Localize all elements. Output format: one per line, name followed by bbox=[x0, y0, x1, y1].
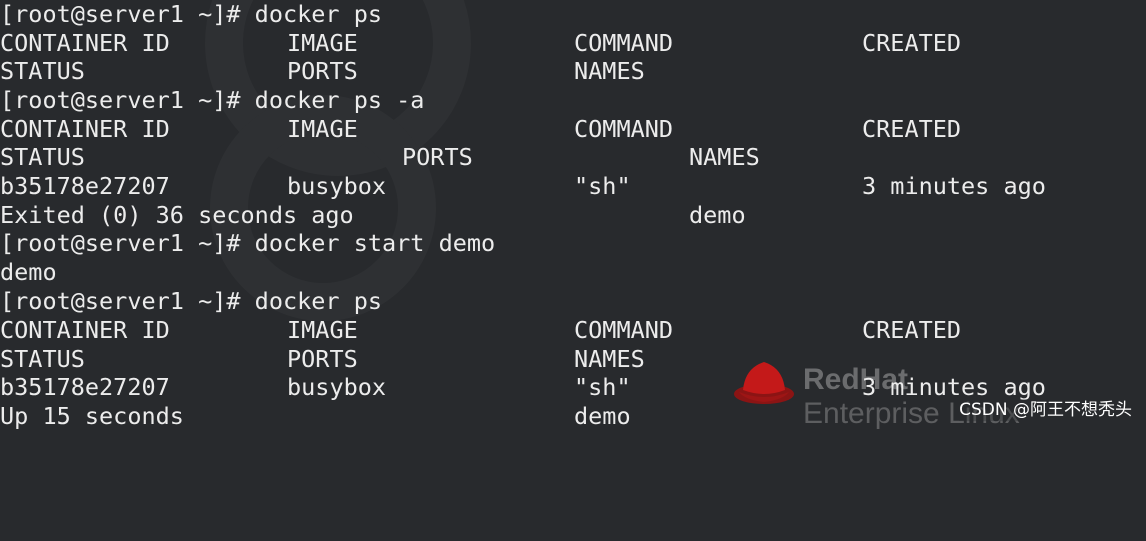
names-value: demo bbox=[689, 201, 746, 229]
column-header-created: CREATED bbox=[862, 316, 962, 344]
prompt-command: [root@server1 ~]# docker ps bbox=[0, 287, 383, 315]
column-header-ports: PORTS bbox=[402, 143, 473, 171]
redhat-brand-text: RedHat bbox=[803, 363, 909, 396]
redhat-logo-icon bbox=[734, 362, 794, 404]
redhat-brand-subtext: Enterprise Linux bbox=[803, 397, 1020, 430]
column-header-command: COMMAND bbox=[574, 316, 674, 344]
prompt-command: [root@server1 ~]# docker ps bbox=[0, 0, 383, 28]
column-header-names: NAMES bbox=[574, 345, 645, 373]
terminal-line-header: STATUS PORTS NAMES bbox=[0, 143, 760, 171]
terminal-line-prompt: [root@server1 ~]# docker ps bbox=[0, 0, 382, 28]
terminal-line-row: Exited (0) 36 seconds ago demo bbox=[0, 201, 746, 229]
image-value: busybox bbox=[287, 172, 387, 200]
column-header-status: STATUS bbox=[0, 143, 85, 171]
column-header-container-id: CONTAINER ID bbox=[0, 29, 170, 57]
terminal-line-header: STATUS PORTS NAMES bbox=[0, 345, 645, 373]
terminal-line-header: STATUS PORTS NAMES bbox=[0, 57, 645, 85]
column-header-container-id: CONTAINER ID bbox=[0, 115, 170, 143]
column-header-names: NAMES bbox=[574, 57, 645, 85]
command-value: "sh" bbox=[574, 172, 631, 200]
column-header-image: IMAGE bbox=[287, 316, 358, 344]
terminal-line-prompt: [root@server1 ~]# docker start demo bbox=[0, 229, 495, 257]
column-header-image: IMAGE bbox=[287, 29, 358, 57]
terminal-line-header: CONTAINER ID IMAGE COMMAND CREATED bbox=[0, 29, 961, 57]
prompt-command: [root@server1 ~]# docker start demo bbox=[0, 229, 496, 257]
status-value: Exited (0) 36 seconds ago bbox=[0, 201, 354, 229]
container-id-value: b35178e27207 bbox=[0, 373, 170, 401]
terminal-line-header: CONTAINER ID IMAGE COMMAND CREATED bbox=[0, 115, 961, 143]
column-header-status: STATUS bbox=[0, 57, 85, 85]
created-value: 3 minutes ago bbox=[862, 373, 1046, 401]
column-header-command: COMMAND bbox=[574, 115, 674, 143]
column-header-ports: PORTS bbox=[287, 57, 358, 85]
names-value: demo bbox=[574, 402, 631, 430]
column-header-status: STATUS bbox=[0, 345, 85, 373]
column-header-command: COMMAND bbox=[574, 29, 674, 57]
container-id-value: b35178e27207 bbox=[0, 172, 170, 200]
column-header-ports: PORTS bbox=[287, 345, 358, 373]
terminal-line-prompt: [root@server1 ~]# docker ps bbox=[0, 287, 382, 315]
status-value: Up 15 seconds bbox=[0, 402, 184, 430]
column-header-container-id: CONTAINER ID bbox=[0, 316, 170, 344]
prompt-command: [root@server1 ~]# docker ps -a bbox=[0, 86, 425, 114]
created-value: 3 minutes ago bbox=[862, 172, 1046, 200]
terminal-line-row: b35178e27207 busybox "sh" 3 minutes ago bbox=[0, 172, 1046, 200]
terminal-line-row: b35178e27207 busybox "sh" 3 minutes ago bbox=[0, 373, 1046, 401]
image-value: busybox bbox=[287, 373, 387, 401]
command-output: demo bbox=[0, 258, 57, 286]
terminal-line-row: Up 15 seconds demo bbox=[0, 402, 631, 430]
csdn-watermark: CSDN @阿王不想秃头 bbox=[959, 399, 1132, 421]
terminal-line-output: demo bbox=[0, 258, 57, 286]
column-header-names: NAMES bbox=[689, 143, 760, 171]
column-header-created: CREATED bbox=[862, 29, 962, 57]
terminal-line-header: CONTAINER ID IMAGE COMMAND CREATED bbox=[0, 316, 961, 344]
terminal-line-prompt: [root@server1 ~]# docker ps -a bbox=[0, 86, 424, 114]
column-header-image: IMAGE bbox=[287, 115, 358, 143]
terminal-output[interactable]: [root@server1 ~]# docker ps CONTAINER ID… bbox=[0, 0, 1146, 430]
command-value: "sh" bbox=[574, 373, 631, 401]
column-header-created: CREATED bbox=[862, 115, 962, 143]
